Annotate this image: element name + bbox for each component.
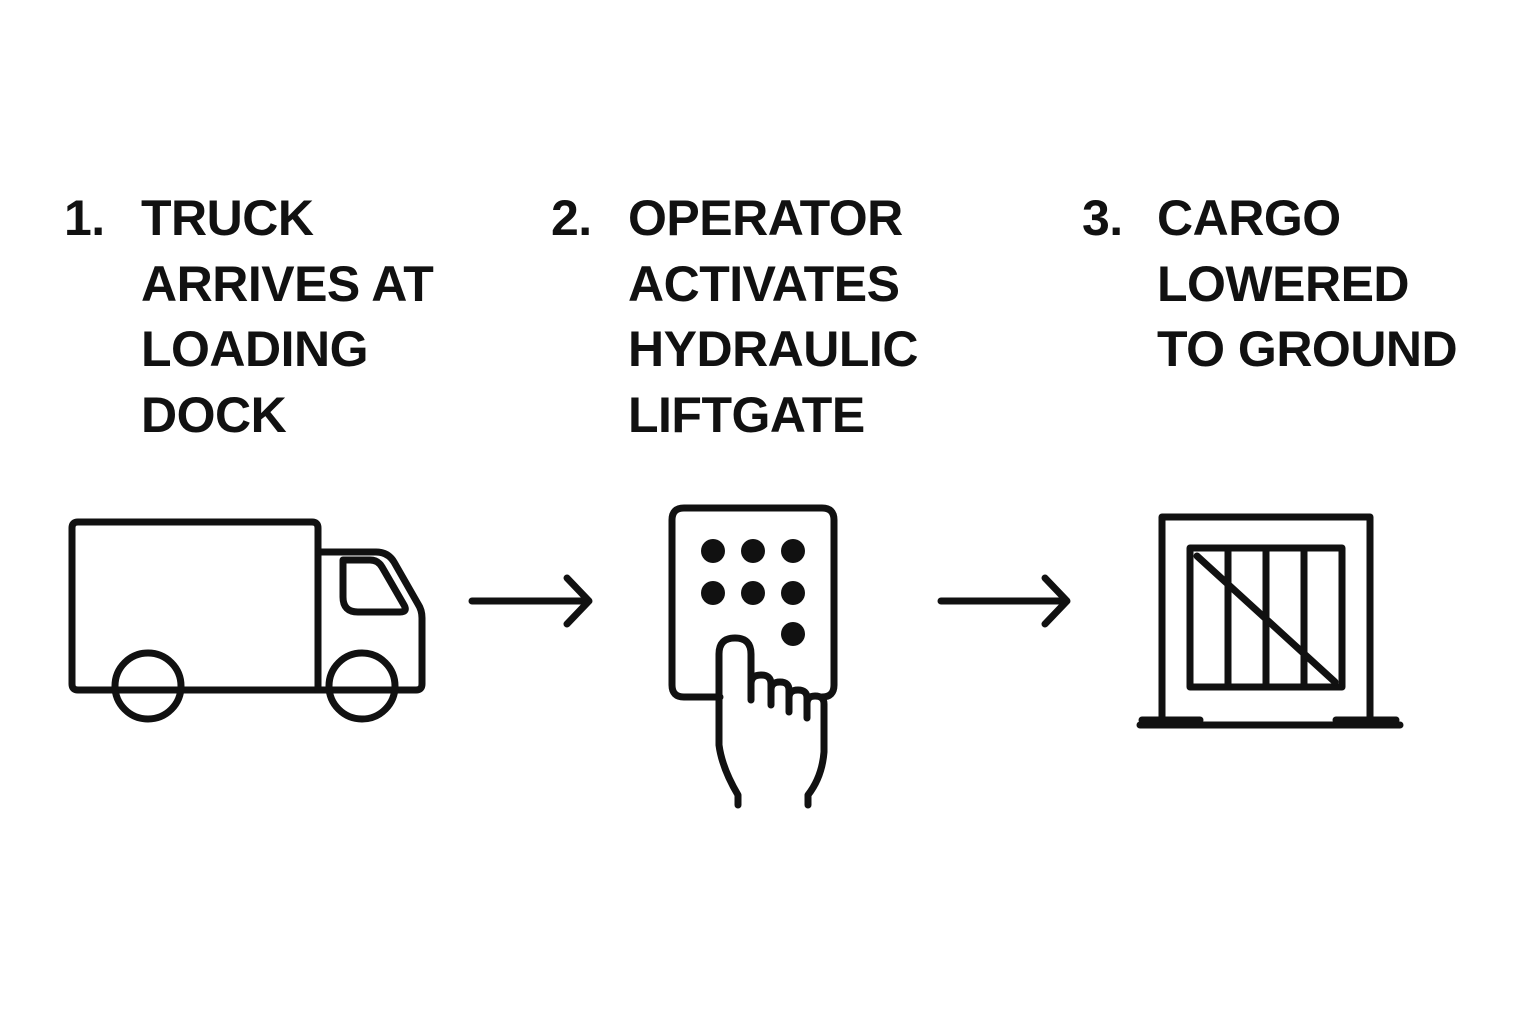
step-3-label-line: TO GROUND [1157,321,1458,377]
step-3-label-line: CARGO [1157,190,1341,246]
crate-diagonal-brace [1193,552,1339,686]
hand-icon [715,634,828,809]
step-2-label-line: ACTIVATES [628,255,900,312]
keypad-panel [668,504,838,701]
step-3-number: 3. [1082,190,1123,246]
step-1-number: 1. [64,190,105,246]
keypad-button [781,539,805,563]
keypad-button [741,581,765,605]
step-2-label: OPERATOR ACTIVATES HYDRAULIC LIFTGATE [628,186,918,448]
truck-window [339,556,409,616]
step-1-label-line: LOADING [141,321,369,377]
truck-front-wheel [325,649,399,723]
step-2-label-line: HYDRAULIC [628,321,918,377]
step-2-number: 2. [551,190,592,246]
keypad-button [781,622,805,646]
step-3-label-line: LOWERED [1157,255,1410,312]
step-1-label-line: TRUCK [141,190,314,246]
step-1-label: TRUCK ARRIVES AT LOADING DOCK [141,186,434,448]
step-1-label-line: ARRIVES AT [141,255,434,312]
keypad-button [741,539,765,563]
keypad-press-icon [668,504,838,809]
truck-cargo-box [68,518,322,694]
keypad-button [701,581,725,605]
crate-frame [1158,513,1374,724]
step-2-label-line: LIFTGATE [628,386,865,443]
keypad-button [781,581,805,605]
arrow-right-icon [937,574,1071,628]
step-2-label-line: OPERATOR [628,190,903,246]
truck-cab [314,548,426,694]
truck-icon [68,518,426,723]
arrow-right-icon [468,574,593,628]
keypad-button [701,539,725,563]
crate-on-ground-icon [1136,513,1404,729]
step-1-label-line: DOCK [141,386,287,443]
step-3-label: CARGO LOWERED TO GROUND [1157,186,1458,383]
truck-rear-wheel [111,649,185,723]
